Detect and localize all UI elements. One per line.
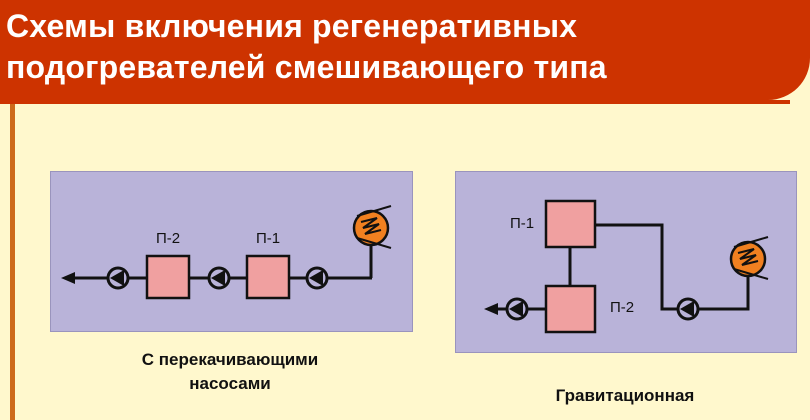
pump-icon [207,266,231,290]
heater-p2-box [544,284,597,334]
pumped-scheme-panel: П-2 П-1 [50,171,413,332]
slide-title-line-1: Схемы включения регенеративных [6,8,578,44]
heater-p1-box [544,199,597,249]
pump-icon [676,297,700,321]
heater-p1-label: П-1 [510,215,534,232]
heater-p2-box [145,254,191,300]
heater-p2-label: П-2 [156,230,180,247]
drain-pipe [595,223,750,311]
pumped-scheme-caption: С перекачивающими насосами [90,348,370,396]
pump-icon [305,266,329,290]
gravity-scheme-diagram: П-1 П-2 [484,199,769,334]
pumped-scheme-diagram: П-2 П-1 [61,205,392,300]
left-accent-rule [10,104,15,420]
flow-arrow-icon [484,303,498,315]
pumped-caption-line-2: насосами [189,374,271,393]
gravity-scheme-caption: Гравитационная [555,386,695,405]
flow-arrow-icon [61,272,75,284]
title-banner: Схемы включения регенеративных подогрева… [0,0,810,100]
gravity-scheme-panel: П-1 П-2 [455,171,797,353]
heat-exchanger-icon [352,205,392,249]
slide-title-line-2: подогревателей смешивающего типа [6,49,607,85]
pump-icon [505,297,529,321]
heater-p1-box [245,254,291,300]
heater-p2-label: П-2 [610,299,634,316]
slide-title: Схемы включения регенеративных подогрева… [6,6,607,88]
pump-icon [106,266,130,290]
heater-p1-label: П-1 [256,230,280,247]
title-underline [0,100,790,104]
heat-exchanger-icon [729,236,769,280]
pumped-caption-line-1: С перекачивающими [141,350,319,369]
